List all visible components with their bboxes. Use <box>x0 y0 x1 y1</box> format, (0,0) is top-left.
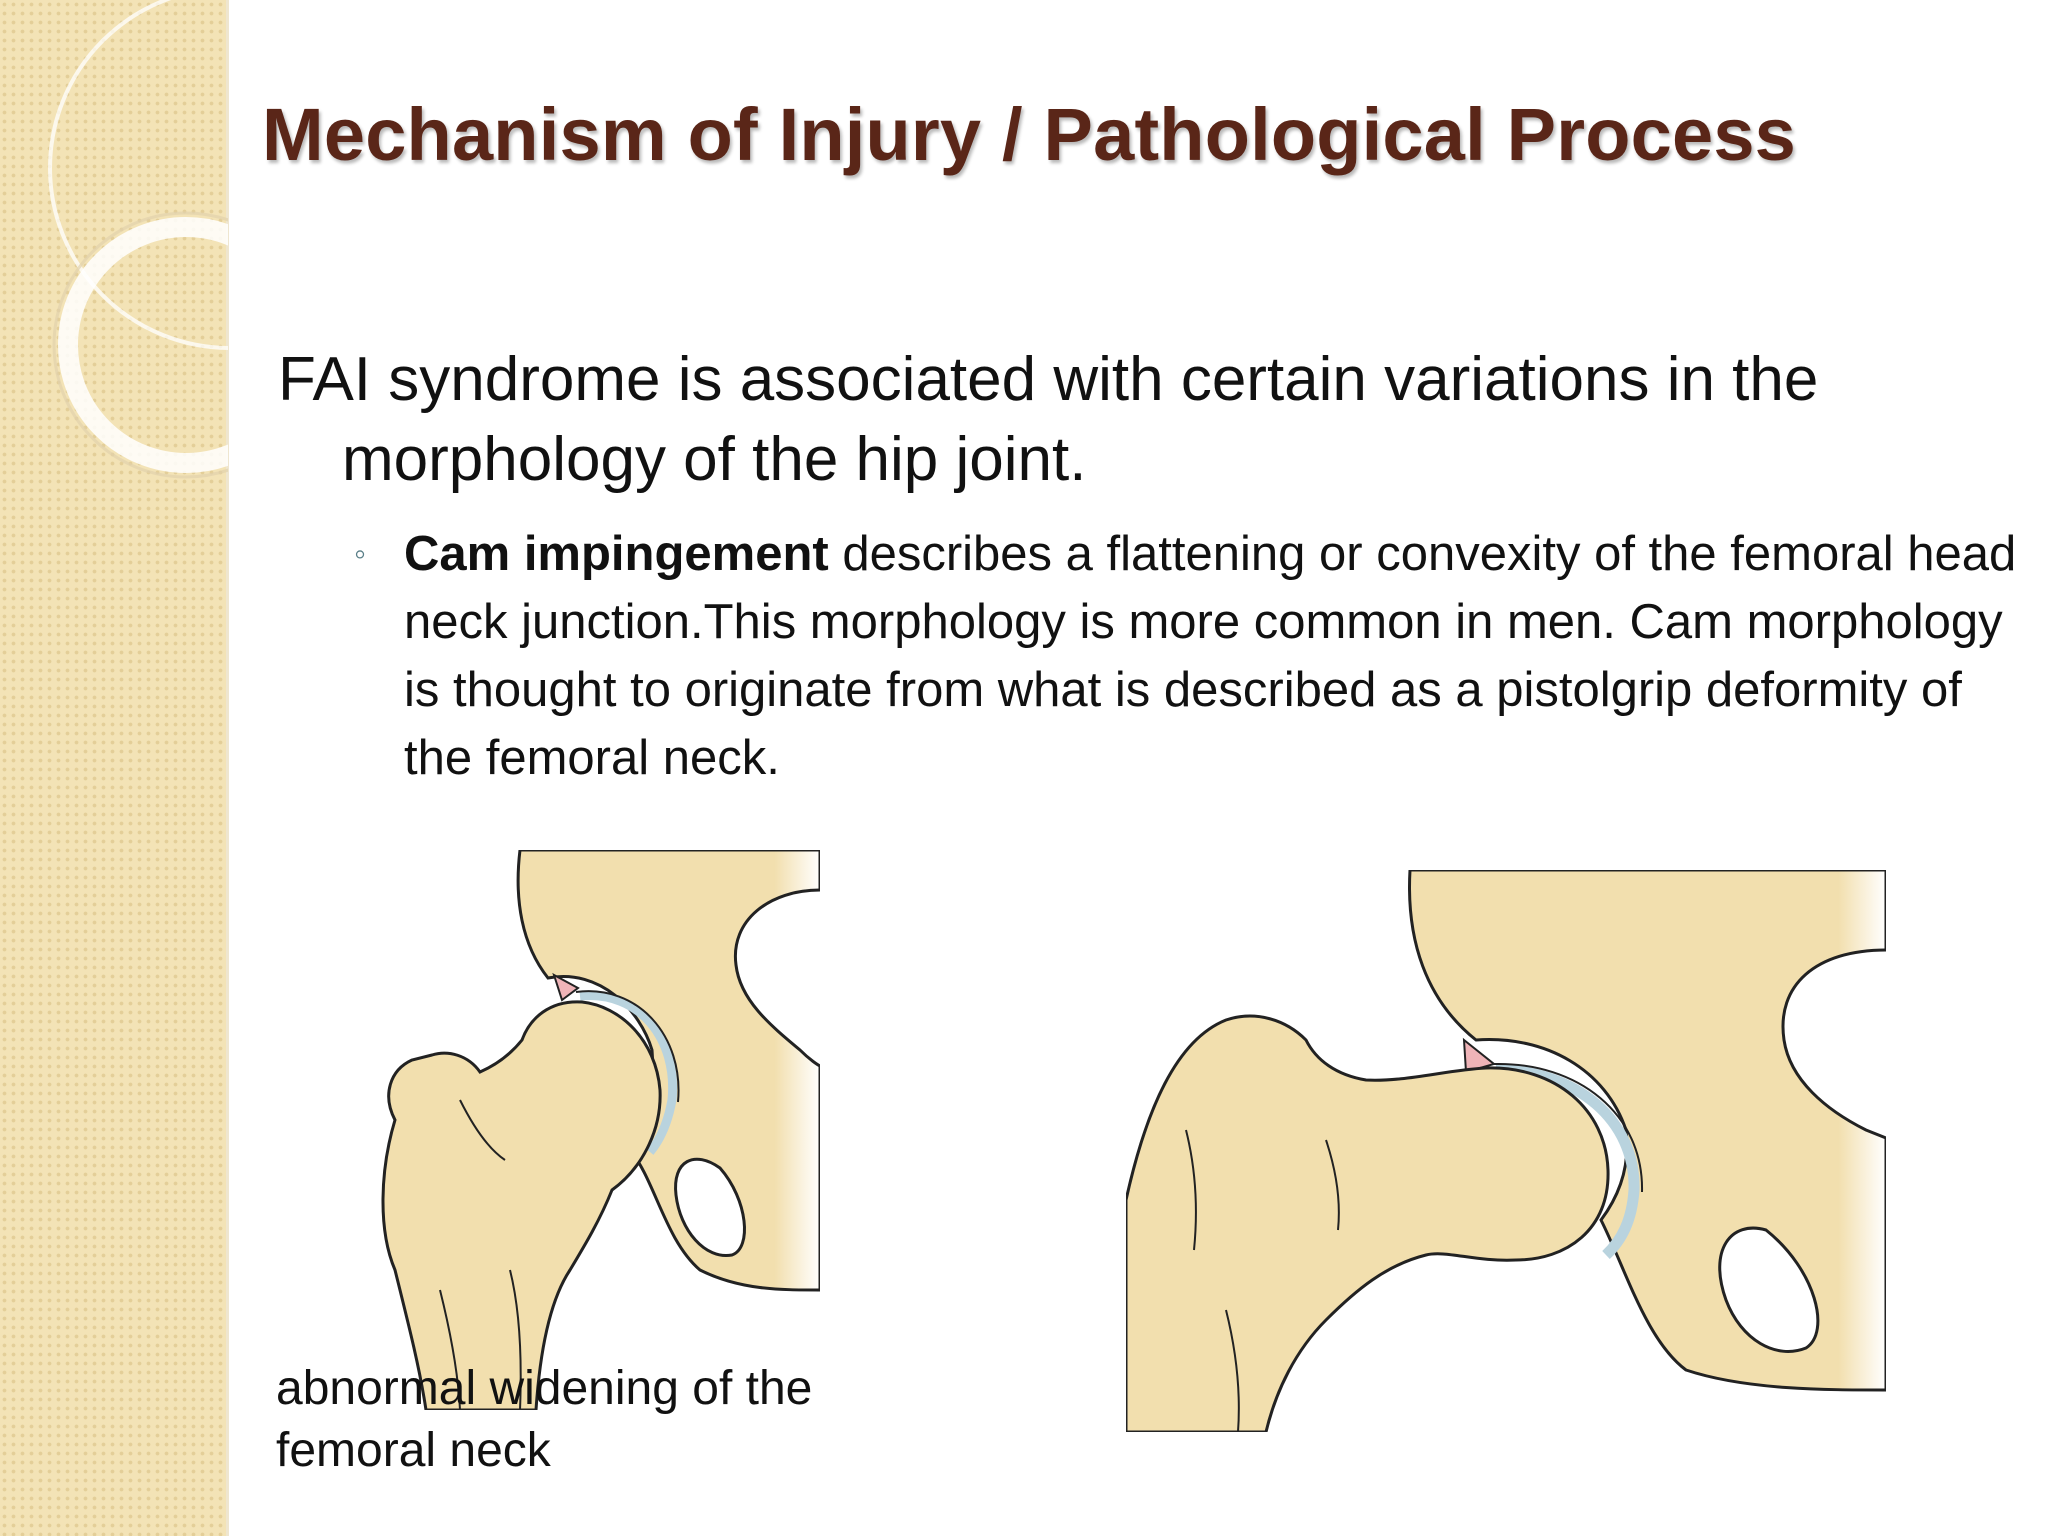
figure-caption: abnormal widening of the femoral neck <box>276 1362 813 1477</box>
hip-illustration-cam-impingement <box>1126 870 1886 1432</box>
decorative-rings <box>48 0 228 479</box>
bullet-text: describes a flattening or convexity of t… <box>404 527 2017 785</box>
bullet-circle-icon: ◦ <box>354 535 367 573</box>
bullet-list: ◦ Cam impingement describes a flattening … <box>340 520 2020 792</box>
slide-title: Mechanism of Injury / Pathological Proce… <box>262 93 1797 176</box>
sidebar-edge-line <box>226 0 229 1536</box>
bullet-cam-impingement: ◦ Cam impingement describes a flattening … <box>340 520 2020 792</box>
bullet-term: Cam impingement <box>404 527 829 581</box>
hip-illustration-normal <box>381 850 820 1410</box>
intro-paragraph: FAI syndrome is associated with certain … <box>278 345 1819 494</box>
